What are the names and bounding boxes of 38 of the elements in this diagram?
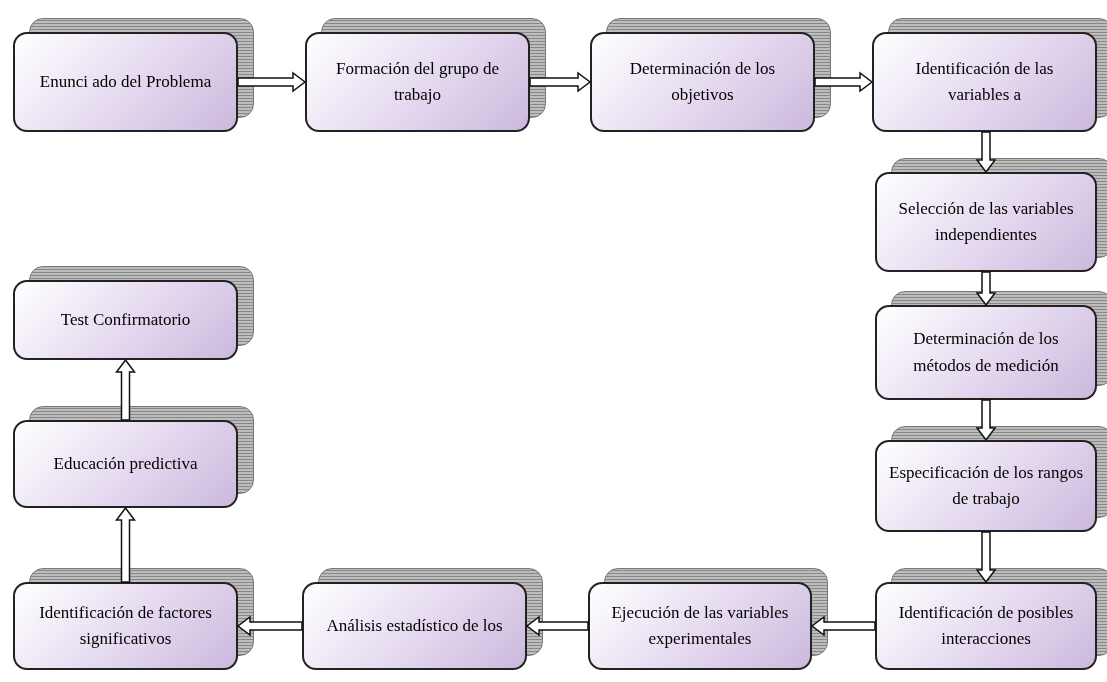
process-box: [13, 280, 238, 360]
block-arrow: [975, 399, 997, 442]
process-box: [875, 582, 1097, 670]
block-arrow: [975, 531, 997, 584]
process-box: [875, 305, 1097, 400]
process-box: [590, 32, 815, 132]
box-label: Análisis estadístico de los: [326, 614, 503, 637]
block-arrow: [810, 615, 876, 637]
block-arrow: [975, 271, 997, 307]
box-label: Determinación de los métodos de medición: [912, 328, 1060, 377]
process-box: [302, 582, 527, 670]
box-label: Ejecución de las variables experimentales: [610, 601, 790, 650]
box-label: Especificación de los rangos de trabajo: [889, 461, 1083, 510]
block-arrow: [525, 615, 589, 637]
box-label: Formación del grupo de trabajo: [335, 57, 500, 106]
box-label: Test Confirmatorio: [60, 308, 191, 331]
process-box: [875, 440, 1097, 532]
block-arrow: [975, 131, 997, 174]
process-box: [13, 420, 238, 508]
box-label: Identificación de factores significativos: [38, 601, 213, 650]
block-arrow: [115, 358, 136, 421]
block-arrow: [529, 71, 592, 93]
box-label: Determinación de los objetivos: [628, 57, 777, 106]
process-box: [875, 172, 1097, 272]
box-label: Selección de las variables independientes: [897, 197, 1075, 246]
process-box: [305, 32, 530, 132]
box-label: Identificación de posibles interacciones: [897, 601, 1075, 650]
block-arrow: [236, 615, 303, 637]
block-arrow: [237, 71, 307, 93]
box-label: Enunci ado del Problema: [39, 70, 212, 93]
block-arrow: [814, 71, 874, 93]
process-box: [13, 32, 238, 132]
box-label: Identificación de las variables a: [914, 57, 1055, 106]
process-box: [13, 582, 238, 670]
block-arrow: [115, 506, 136, 583]
box-label: Educación predictiva: [53, 452, 198, 475]
process-box: [588, 582, 812, 670]
process-box: [872, 32, 1097, 132]
